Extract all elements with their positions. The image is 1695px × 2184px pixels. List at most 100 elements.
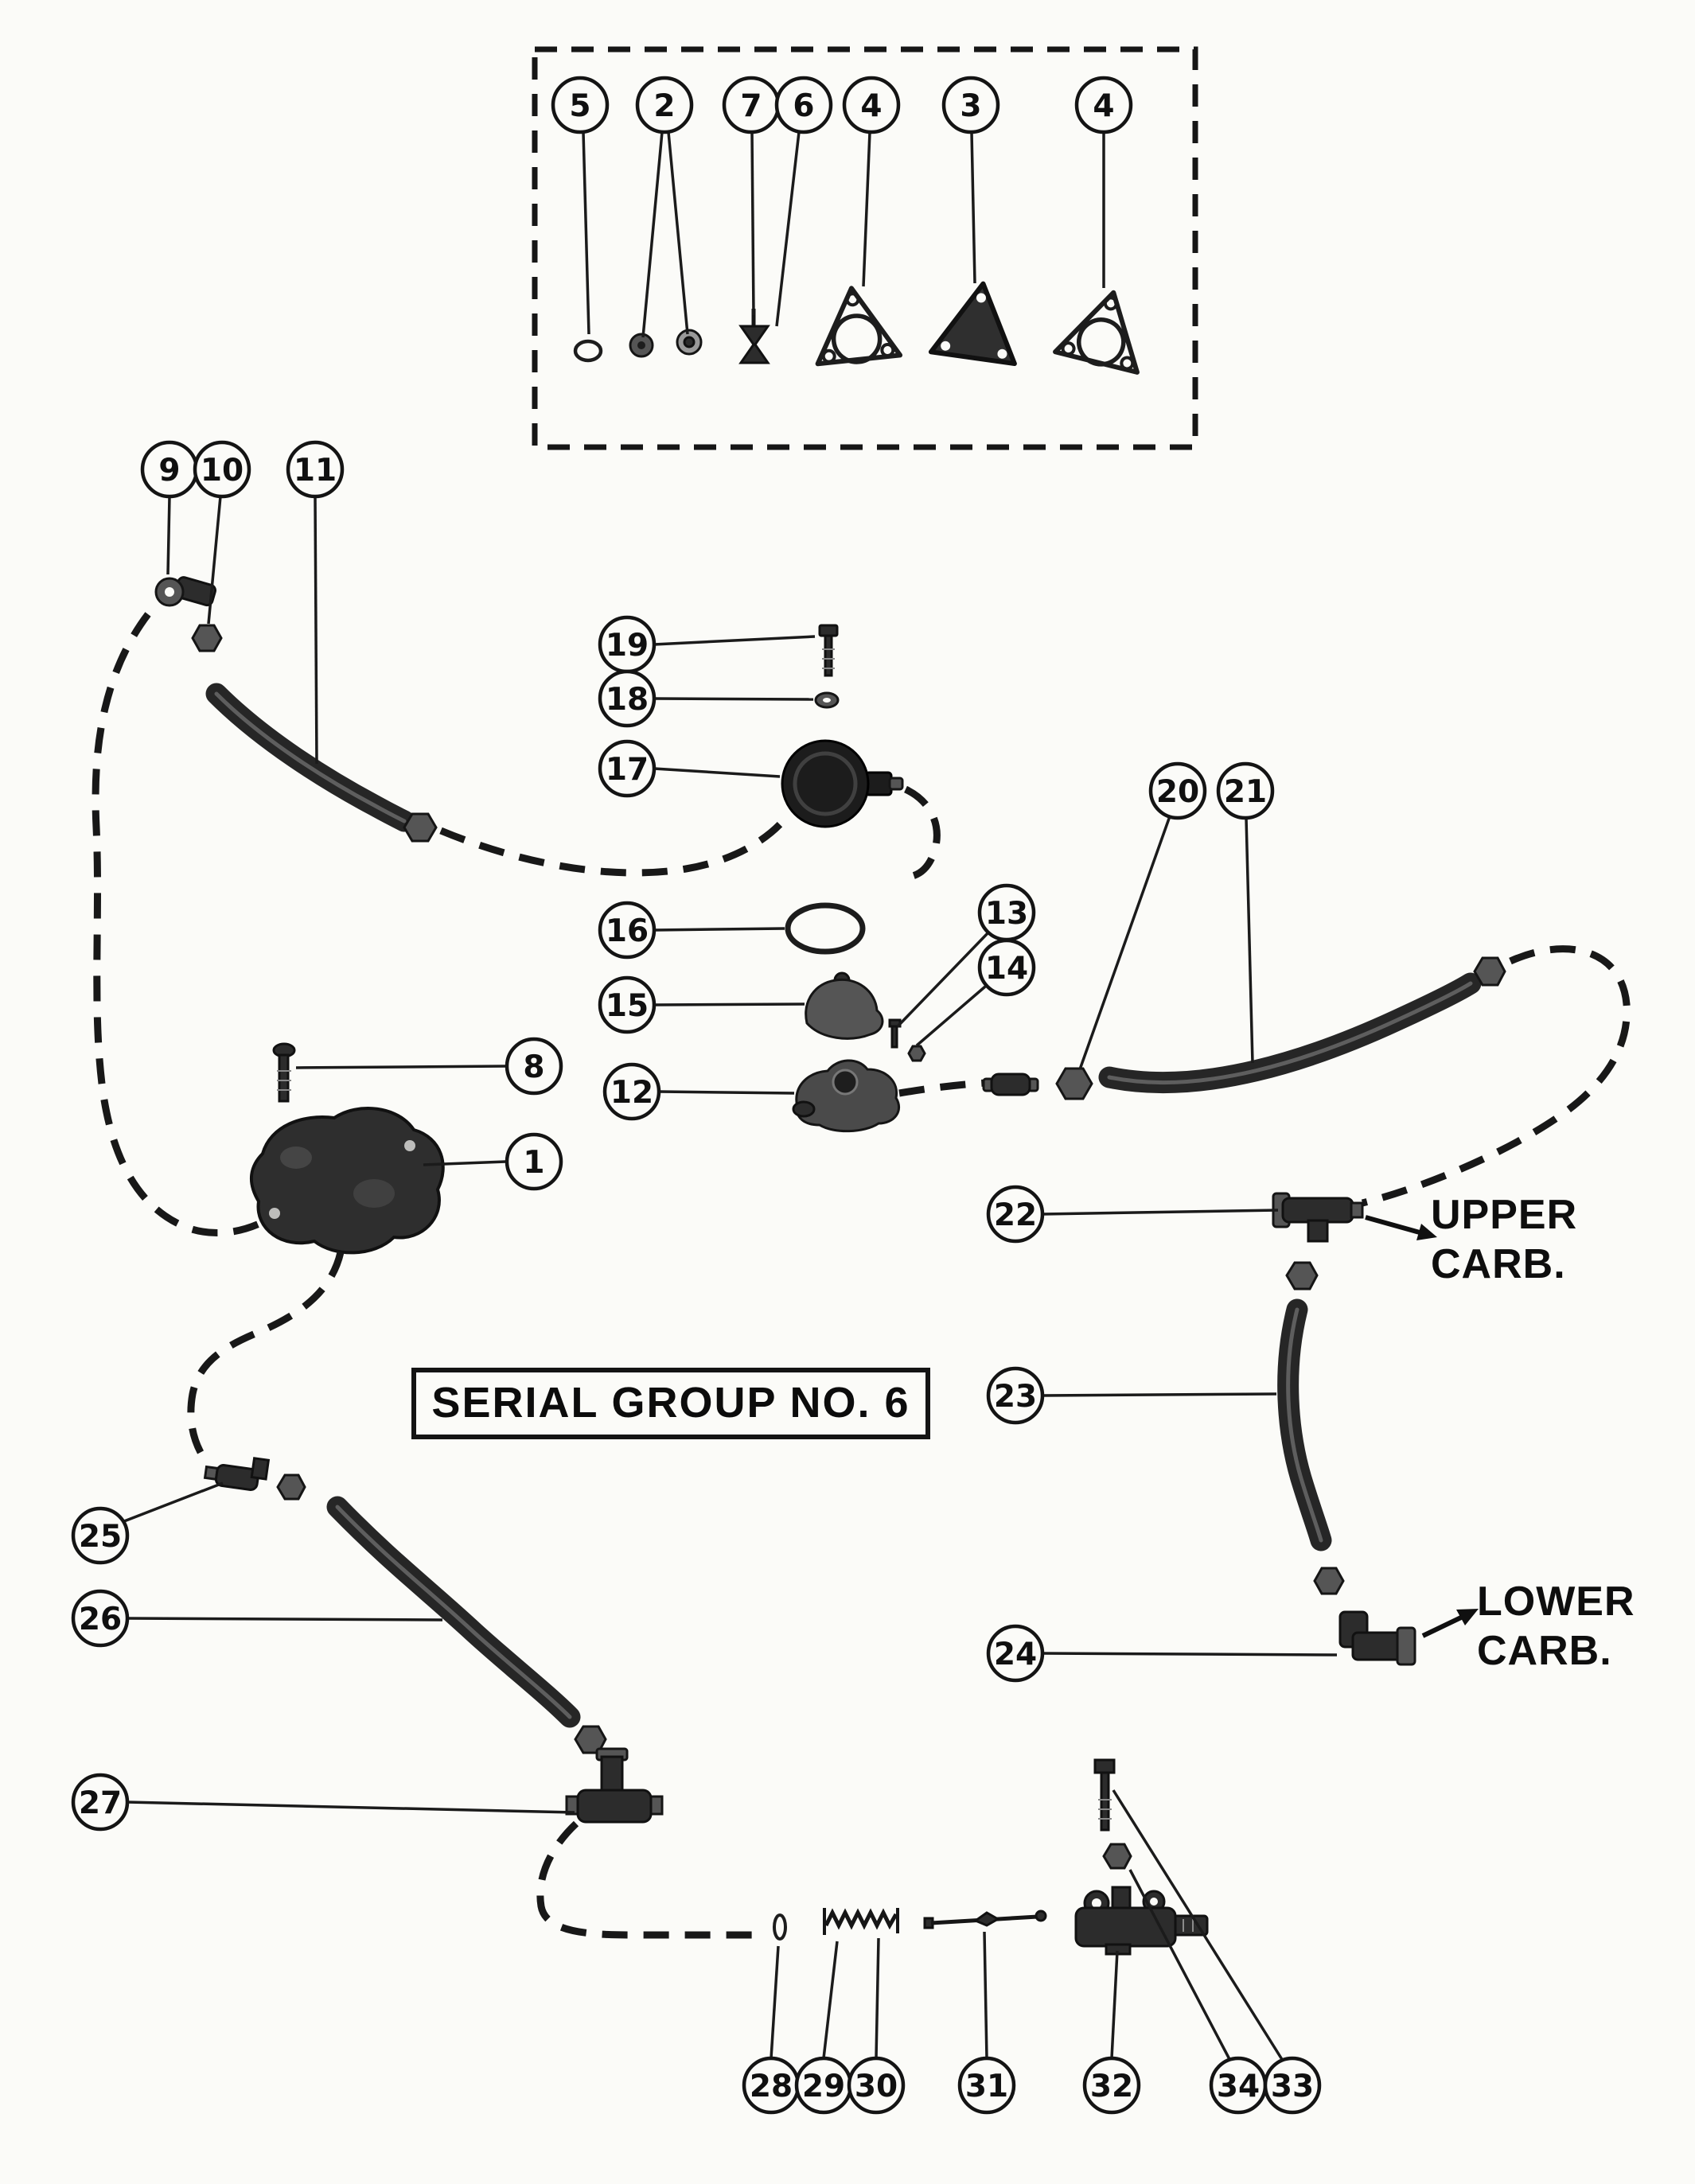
part-fuel-connector-32	[1074, 1886, 1209, 1956]
part-link-rod-31	[923, 1910, 1047, 1929]
callout-31-31: 31	[957, 1931, 1016, 2115]
upper-carb-label-line2: CARB.	[1431, 1241, 1566, 1287]
part-tee-fitting-22	[1272, 1192, 1364, 1243]
svg-text:1: 1	[523, 1145, 544, 1181]
callout-5-0: 5	[551, 76, 610, 335]
svg-text:4: 4	[860, 88, 882, 124]
svg-text:27: 27	[79, 1785, 122, 1821]
callout-22-22: 22	[986, 1185, 1279, 1244]
svg-text:25: 25	[79, 1519, 122, 1555]
lower-carb-label-line2: CARB.	[1477, 1628, 1612, 1674]
part-gasket-4a	[815, 286, 903, 367]
svg-text:16: 16	[606, 913, 649, 949]
fuel-line-dashed-hook	[900, 785, 941, 881]
svg-text:2: 2	[653, 88, 675, 124]
inset-parts-box	[532, 46, 1198, 450]
callout-29-29: 29	[794, 1941, 853, 2115]
svg-text:13: 13	[985, 896, 1028, 932]
callout-6-3: 6	[774, 76, 833, 327]
svg-text:7: 7	[740, 88, 762, 124]
part-check-valve-7-6	[738, 309, 770, 364]
svg-text:17: 17	[606, 752, 649, 788]
part-nut-20	[1055, 1067, 1093, 1100]
part-nut-34	[1102, 1843, 1132, 1870]
part-washer-18	[814, 691, 840, 709]
callout-16-13: 16	[598, 901, 785, 960]
callout-26-26: 26	[71, 1589, 443, 1648]
callout-7-2: 7	[722, 76, 781, 316]
svg-text:4: 4	[1093, 88, 1114, 124]
svg-text:15: 15	[606, 988, 649, 1024]
part-screw-8	[272, 1042, 296, 1103]
part-diaphragm-cap-15	[805, 971, 884, 1040]
svg-text:5: 5	[569, 88, 590, 124]
callout-2-1: 2	[635, 76, 694, 338]
hose-21	[1098, 972, 1482, 1094]
part-spring-29-30	[823, 1908, 899, 1935]
part-fuel-pump-cover-17	[781, 739, 904, 828]
svg-text:18: 18	[606, 682, 649, 718]
svg-text:22: 22	[994, 1197, 1037, 1233]
callout-11-9: 11	[286, 440, 345, 765]
callout-21-21: 21	[1216, 761, 1275, 1064]
callout-4-6: 4	[1074, 76, 1133, 288]
svg-text:9: 9	[158, 453, 180, 489]
svg-text:6: 6	[793, 88, 814, 124]
part-check-valve-disc-2a	[629, 333, 654, 358]
part-pump-base-12	[792, 1059, 901, 1133]
part-nut-25	[276, 1474, 306, 1501]
svg-text:30: 30	[855, 2069, 898, 2104]
part-hose-nut-11	[403, 812, 438, 843]
callout-30-30: 30	[847, 1937, 906, 2115]
callout-8-18: 8	[295, 1037, 563, 1096]
callout-1-19: 1	[423, 1132, 563, 1191]
part-pin-28	[773, 1913, 787, 1941]
arrow-lower-carb	[1421, 1609, 1479, 1638]
part-nut-23	[1313, 1567, 1345, 1595]
part-pump-bracket-1	[249, 1107, 445, 1255]
callout-3-5: 3	[941, 76, 1000, 284]
callout-15-14: 15	[598, 975, 805, 1034]
callout-10-8: 10	[193, 440, 251, 625]
svg-text:19: 19	[606, 628, 649, 664]
arrow-upper-carb	[1365, 1215, 1437, 1240]
svg-text:32: 32	[1090, 2069, 1133, 2104]
svg-text:23: 23	[994, 1379, 1037, 1415]
callout-25-25: 25	[71, 1481, 224, 1565]
part-gasket-4b	[1053, 290, 1140, 375]
part-tee-fitting-27	[565, 1747, 664, 1824]
part-banjo-fitting-9	[154, 576, 216, 607]
callout-33-34: 33	[1112, 1789, 1322, 2115]
callout-20-20: 20	[1078, 761, 1207, 1070]
callout-24-24: 24	[986, 1624, 1338, 1683]
part-elbow-fitting-24	[1338, 1610, 1416, 1666]
svg-text:28: 28	[750, 2069, 793, 2104]
part-nut-10	[191, 624, 223, 652]
part-screw-19	[818, 624, 839, 677]
hose-23	[1277, 1298, 1332, 1551]
part-oring-16	[785, 902, 866, 955]
fuel-line-dashed-to-pump	[439, 811, 793, 877]
part-inline-connector	[982, 1073, 1039, 1096]
callout-28-28: 28	[742, 1945, 801, 2115]
upper-carb-label-line1: UPPER	[1431, 1192, 1577, 1238]
callout-4-4: 4	[842, 76, 901, 287]
part-bolt-33	[1093, 1758, 1116, 1832]
fuel-line-dashed-left	[92, 612, 264, 1236]
callout-18-11: 18	[598, 669, 814, 728]
callout-9-7: 9	[140, 440, 199, 575]
part-hose-nut-21	[1473, 956, 1506, 987]
svg-text:29: 29	[802, 2069, 845, 2104]
part-fitting-25	[203, 1457, 271, 1491]
callout-23-23: 23	[986, 1366, 1277, 1425]
fuel-line-dashed-bottom	[536, 1820, 754, 1939]
callout-34-33: 34	[1128, 1869, 1268, 2115]
hose-11	[205, 683, 415, 832]
fuel-line-dashed-bracket-down	[187, 1251, 345, 1465]
svg-text:12: 12	[610, 1075, 653, 1111]
svg-text:8: 8	[523, 1049, 544, 1085]
callout-13-16: 13	[896, 883, 1036, 1028]
svg-text:26: 26	[79, 1602, 122, 1637]
